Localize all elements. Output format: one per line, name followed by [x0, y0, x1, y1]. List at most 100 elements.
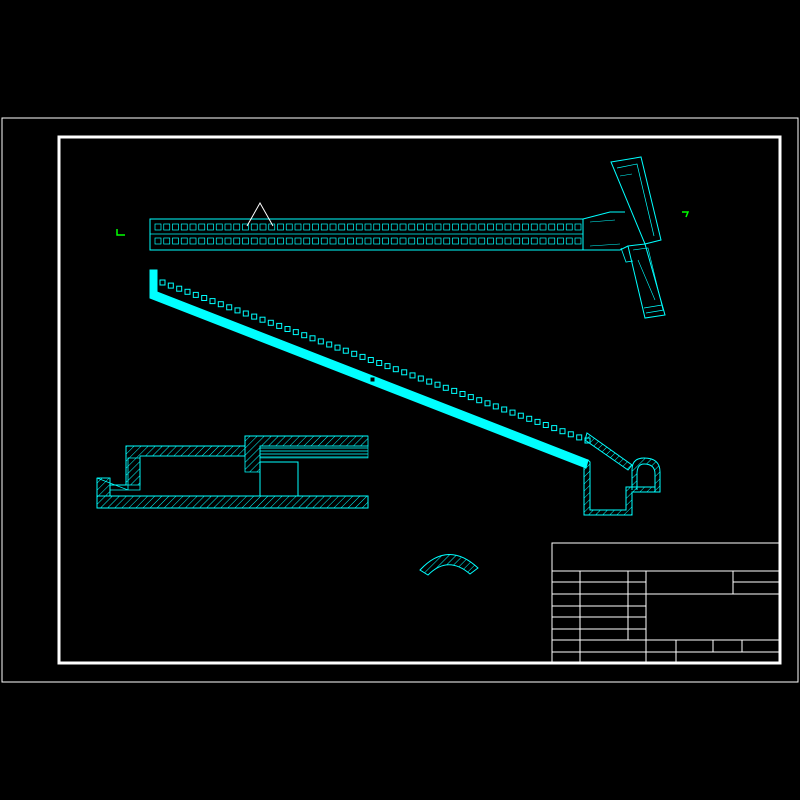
plan-transition	[582, 211, 629, 251]
plan-block	[434, 223, 442, 231]
plan-block	[233, 223, 241, 231]
step-block	[292, 329, 299, 336]
plan-block	[338, 223, 346, 231]
step-block	[434, 381, 441, 388]
plan-block	[574, 237, 582, 245]
plan-block	[390, 237, 398, 245]
plan-block	[539, 223, 547, 231]
step-block	[401, 369, 408, 376]
plan-block	[207, 237, 214, 245]
step-block	[384, 363, 391, 370]
step-block	[326, 341, 333, 348]
section-step-blocks	[159, 279, 591, 444]
plan-block	[277, 237, 284, 245]
plan-block	[417, 237, 424, 245]
step-block	[176, 285, 183, 292]
step-block	[234, 307, 241, 314]
plan-block	[189, 223, 197, 231]
plan-block	[460, 237, 468, 245]
plan-block	[530, 223, 538, 231]
step-block	[284, 326, 291, 332]
step-block	[242, 310, 249, 317]
step-block	[451, 387, 458, 394]
step-block	[226, 304, 233, 311]
step-block	[192, 291, 199, 298]
plan-block	[285, 223, 293, 231]
plan-block	[224, 237, 232, 245]
plan-block	[329, 237, 337, 245]
plan-block	[215, 237, 223, 245]
step-block	[217, 301, 224, 308]
plan-block	[574, 223, 582, 231]
plan-block	[303, 237, 311, 245]
title-block	[551, 542, 781, 664]
plan-block	[469, 223, 477, 231]
plan-block	[320, 237, 328, 245]
step-block	[376, 360, 383, 366]
step-block	[509, 409, 516, 416]
step-block	[342, 347, 349, 354]
plan-block	[207, 223, 214, 231]
plan-block	[312, 223, 319, 231]
step-block	[167, 282, 174, 289]
plan-block	[443, 223, 451, 231]
plan-block	[443, 237, 451, 245]
plan-block	[495, 237, 503, 245]
plan-block	[242, 237, 249, 245]
step-block	[301, 332, 308, 339]
plan-block	[277, 223, 284, 231]
plan-block	[478, 223, 486, 231]
plan-block	[303, 223, 311, 231]
step-block	[259, 316, 266, 323]
step-block	[542, 422, 549, 428]
step-block	[501, 406, 508, 413]
plan-block	[399, 237, 407, 245]
step-block	[476, 397, 483, 404]
stilling-basin	[583, 459, 656, 516]
step-block	[459, 391, 466, 397]
step-block	[492, 403, 499, 410]
plan-block	[548, 237, 556, 245]
plan-block	[338, 237, 346, 245]
step-block	[467, 394, 474, 401]
step-block	[251, 313, 258, 320]
step-block	[184, 288, 191, 295]
plan-block	[285, 237, 293, 245]
plan-block	[399, 223, 407, 231]
plan-block	[478, 237, 486, 245]
plan-block	[504, 223, 512, 231]
plan-block	[189, 237, 197, 245]
plan-block	[565, 237, 573, 245]
plan-block	[373, 237, 381, 245]
step-block	[392, 366, 399, 373]
step-block	[484, 400, 491, 407]
plan-block	[390, 223, 398, 231]
plan-block	[557, 237, 564, 245]
plan-block	[565, 223, 573, 231]
plan-block	[154, 237, 162, 245]
drawing-frame	[57, 135, 782, 665]
plan-block	[294, 223, 302, 231]
plan-view	[116, 156, 690, 319]
plan-block	[373, 223, 381, 231]
arc-detail	[419, 554, 479, 576]
plan-block	[557, 223, 564, 231]
plan-block	[233, 237, 241, 245]
plan-block	[180, 223, 188, 231]
step-block	[309, 335, 316, 342]
plan-block	[469, 237, 477, 245]
plan-block	[268, 237, 276, 245]
plan-block	[320, 223, 328, 231]
plan-block	[539, 237, 547, 245]
plan-block	[495, 223, 503, 231]
plan-block	[364, 237, 372, 245]
plan-block	[198, 223, 206, 231]
step-block	[359, 353, 366, 360]
plan-block	[259, 223, 267, 231]
plan-block	[163, 223, 171, 231]
step-block	[367, 357, 374, 363]
plan-block	[417, 223, 424, 231]
plan-block	[163, 237, 171, 245]
plan-step-blocks	[154, 223, 582, 245]
step-block	[426, 378, 433, 385]
